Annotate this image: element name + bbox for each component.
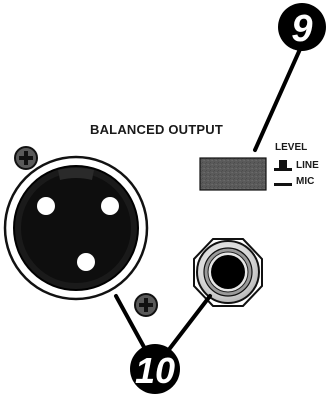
level-option-line: LINE (296, 160, 319, 171)
plus-icon (14, 146, 38, 170)
xlr-latch-notch (58, 168, 94, 180)
xlr-pin-3 (77, 253, 95, 271)
xlr-pin-2 (101, 197, 119, 215)
level-switch[interactable] (199, 157, 267, 191)
xlr-connector[interactable] (3, 155, 149, 301)
switch-position-line-icon (274, 160, 292, 171)
callout-10-badge: 10 (130, 344, 180, 394)
switch-position-mic-icon (274, 183, 292, 186)
plus-icon (134, 293, 158, 317)
quarter-inch-jack[interactable] (193, 238, 263, 307)
level-option-mic: MIC (296, 176, 315, 187)
level-label: LEVEL (275, 142, 308, 153)
callout-9-number: 9 (291, 8, 312, 50)
callout-9-badge: 9 (278, 3, 326, 51)
panel-title: BALANCED OUTPUT (90, 122, 223, 137)
callout-10-number: 10 (135, 350, 175, 391)
callout-10-leader-jack (162, 294, 212, 358)
callout-9-leader (253, 36, 307, 152)
xlr-pin-1 (37, 197, 55, 215)
